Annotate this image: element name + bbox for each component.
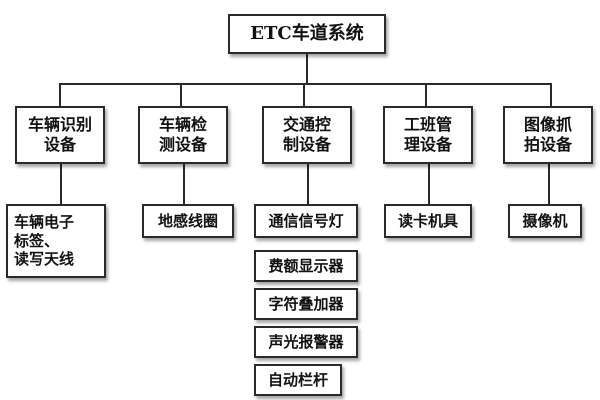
connector-cat-3-to-leaf (307, 164, 309, 204)
root-node-label: ETC车道系统 (250, 22, 364, 44)
leaf-node-traffic-signal-light: 通信信号灯 (254, 204, 358, 238)
connector-bus-to-cat-2 (180, 83, 182, 106)
connector-bus-to-cat-1 (59, 83, 61, 106)
leaf-node-audio-visual-alarm: 声光报警器 (254, 326, 358, 358)
category-label: 车辆检 测设备 (158, 115, 207, 154)
connector-cat-4-to-leaf (428, 164, 430, 204)
connector-bus-to-cat-3 (303, 83, 305, 106)
leaf-node-automatic-barrier: 自动栏杆 (254, 364, 342, 396)
leaf-label: 读卡机具 (397, 211, 458, 230)
leaf-node-character-overlay: 字符叠加器 (254, 288, 358, 320)
category-label: 交通控 制设备 (282, 115, 331, 154)
root-node: ETC车道系统 (228, 14, 386, 54)
leaf-node-ground-loop: 地感线圈 (142, 204, 234, 238)
connector-cat-1-to-leaf (60, 164, 62, 204)
leaf-node-card-reader: 读卡机具 (384, 204, 472, 238)
leaf-label: 通信信号灯 (268, 211, 344, 230)
leaf-node-fee-display: 费额显示器 (254, 250, 358, 282)
category-label: 车辆识别 设备 (27, 115, 92, 154)
connector-bus-to-cat-4 (425, 83, 427, 106)
connector-bus-to-cat-5 (550, 83, 552, 106)
leaf-label: 自动栏杆 (267, 370, 328, 389)
leaf-label: 声光报警器 (268, 332, 344, 351)
leaf-label: 摄像机 (522, 211, 568, 230)
leaf-node-camera: 摄像机 (508, 204, 582, 238)
leaf-label: 地感线圈 (157, 211, 218, 230)
connector-horizontal-bus (60, 83, 552, 85)
category-node-shift-management: 工班管 理设备 (383, 106, 473, 164)
category-node-vehicle-detection: 车辆检 测设备 (138, 106, 228, 164)
connector-root-down (306, 54, 308, 84)
leaf-node-electronic-tag-antenna: 车辆电子 标签、 读写天线 (6, 204, 106, 278)
leaf-label: 字符叠加器 (268, 294, 344, 313)
category-label: 图像抓 拍设备 (523, 115, 572, 154)
leaf-label: 费额显示器 (268, 256, 344, 275)
connector-cat-2-to-leaf (183, 164, 185, 204)
category-node-vehicle-identification: 车辆识别 设备 (15, 106, 105, 164)
category-node-traffic-control: 交通控 制设备 (262, 106, 352, 164)
category-label: 工班管 理设备 (403, 115, 452, 154)
category-node-image-capture: 图像抓 拍设备 (503, 106, 593, 164)
leaf-label: 车辆电子 标签、 读写天线 (14, 212, 75, 269)
connector-cat-5-to-leaf (548, 164, 550, 204)
